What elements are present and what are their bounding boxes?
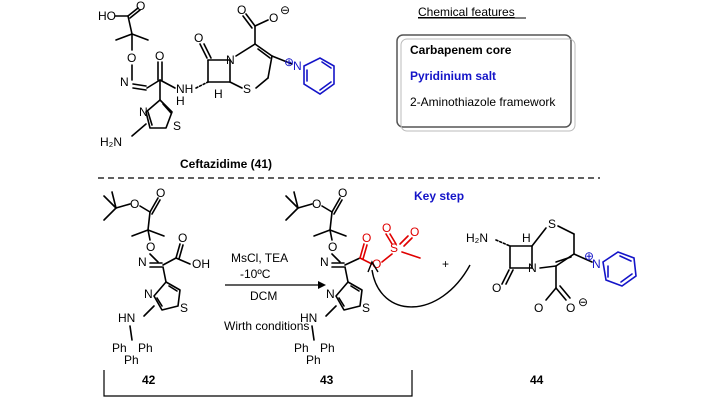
- atom-label: O: [178, 231, 187, 245]
- atom-label: O: [194, 31, 203, 45]
- key-step-label: Key step: [414, 189, 464, 203]
- compound-43-structure: O O O N O O S O O N S: [285, 186, 421, 367]
- atom-label: N: [326, 287, 335, 301]
- atom-label: S: [548, 217, 556, 231]
- atom-label: O: [566, 301, 575, 315]
- atom-label: Ph: [320, 341, 335, 355]
- atom-label: Ph: [112, 341, 127, 355]
- atom-label: HN: [118, 311, 135, 325]
- atom-label: N: [320, 255, 329, 269]
- curved-mechanism-arrow: [371, 264, 471, 308]
- atom-label: S: [390, 241, 398, 255]
- atom-label: H: [176, 94, 185, 108]
- atom-label: O: [130, 197, 139, 211]
- atom-label: N: [293, 59, 302, 73]
- atom-label: O: [146, 240, 155, 254]
- atom-label: N: [144, 287, 153, 301]
- atom-label: S: [362, 301, 370, 315]
- ceftazidime-structure: HO O O N O NH H O N H: [98, 0, 335, 149]
- atom-label: O: [127, 51, 136, 65]
- features-box-shadow: [400, 38, 576, 132]
- atom-label: ⊕: [284, 55, 294, 69]
- atom-label: ⊕: [584, 249, 594, 263]
- atom-label: O: [156, 186, 165, 200]
- feature-pyridinium-salt: Pyridinium salt: [410, 69, 496, 83]
- atom-label: Ph: [306, 353, 321, 367]
- atom-label: N: [120, 75, 129, 89]
- compound-44-structure: H₂N O N H S O O ⊖ N ⊕: [466, 217, 637, 315]
- curved-arrowhead: [367, 260, 379, 273]
- atom-label: H: [522, 231, 531, 245]
- atom-label: N: [139, 105, 148, 119]
- atom-label: ⊖: [280, 3, 290, 17]
- reagent-line-3: DCM: [250, 289, 277, 303]
- atom-label: O: [155, 49, 164, 63]
- atom-label: O: [362, 231, 371, 245]
- reaction-arrowhead: [318, 281, 326, 289]
- atom-label: Ph: [124, 353, 139, 367]
- atom-label: O: [372, 257, 381, 271]
- atom-label: Ph: [294, 341, 309, 355]
- atom-label: N: [138, 255, 147, 269]
- label-44: 44: [530, 373, 544, 387]
- atom-label: N: [528, 261, 537, 275]
- atom-label: O: [312, 197, 321, 211]
- grouping-bracket: [103, 370, 413, 397]
- atom-label: O: [338, 186, 347, 200]
- atom-label: O: [136, 0, 145, 13]
- atom-label: O: [269, 11, 278, 25]
- reagent-line-1: MsCl, TEA: [231, 251, 288, 265]
- feature-carbapenem-core: Carbapenem core: [410, 43, 512, 57]
- compound-42-structure: O O O N O OH N S HN Ph Ph Ph: [103, 186, 210, 367]
- atom-label: ⊖: [578, 295, 588, 309]
- atom-label: OH: [192, 257, 210, 271]
- atom-label: O: [382, 221, 391, 235]
- atom-label: HN: [300, 311, 317, 325]
- feature-aminothiazole: 2-Aminothiazole framework: [410, 95, 556, 109]
- atom-label: S: [180, 301, 188, 315]
- compound-41-label: Ceftazidime (41): [180, 157, 272, 171]
- atom-label: NH: [176, 82, 193, 96]
- atom-label: HO: [98, 9, 116, 23]
- atom-label: H: [214, 87, 223, 101]
- atom-label: N: [226, 53, 235, 67]
- label-42: 42: [142, 373, 156, 387]
- plus-sign: +: [442, 257, 449, 271]
- reagent-line-4: Wirth conditions: [224, 319, 309, 333]
- atom-label: O: [492, 281, 501, 295]
- label-43: 43: [320, 373, 334, 387]
- atom-label: S: [243, 82, 251, 96]
- features-box: [396, 34, 572, 128]
- atom-label: O: [534, 301, 543, 315]
- atom-label: O: [237, 3, 246, 17]
- atom-label: H₂N: [466, 231, 488, 245]
- atom-label: S: [173, 119, 181, 133]
- atom-label: H₂N: [100, 135, 122, 149]
- atom-label: O: [328, 240, 337, 254]
- atom-label: Ph: [138, 341, 153, 355]
- atom-label: N: [592, 257, 601, 271]
- reagent-line-2: -10ºC: [240, 267, 271, 281]
- atom-label: O: [410, 225, 419, 239]
- features-title: Chemical features: [418, 5, 515, 19]
